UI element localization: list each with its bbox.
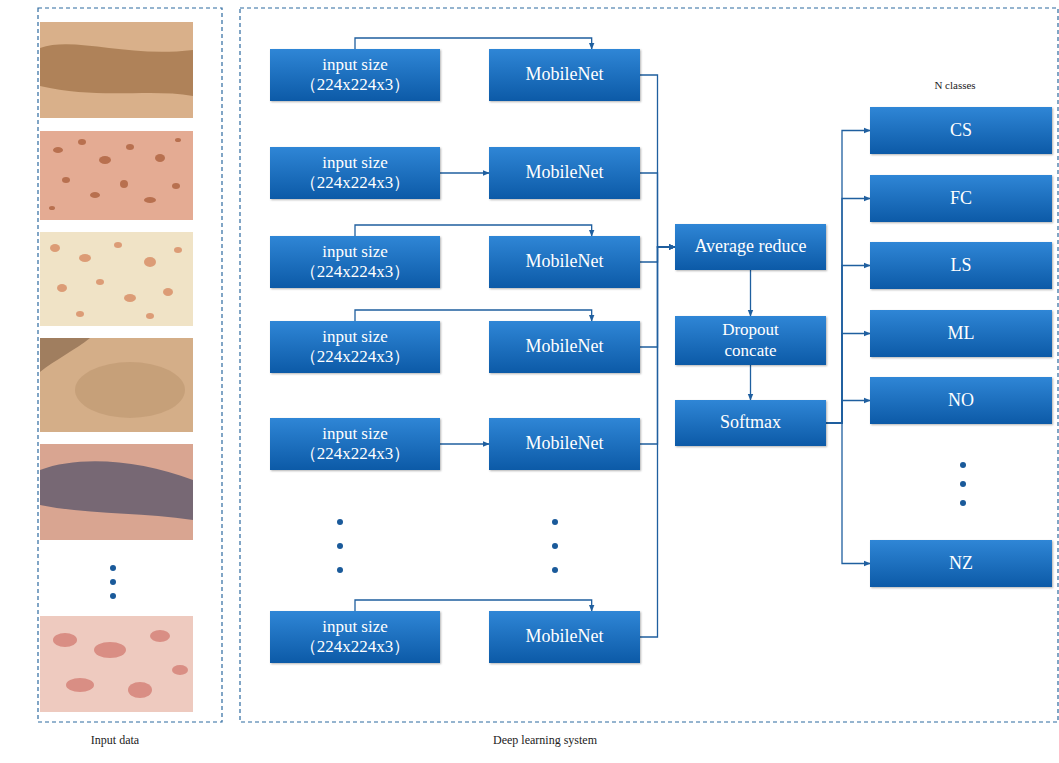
mobilenet-box: MobileNet	[489, 321, 640, 373]
input-box: input size （224x224x3）	[270, 49, 440, 101]
panel-caption: Input data	[91, 733, 139, 748]
class-box: FC	[870, 175, 1052, 222]
class-box: CS	[870, 107, 1052, 154]
mobilenet-ellipsis	[552, 519, 558, 573]
mobilenet-box: MobileNet	[489, 147, 640, 199]
skin-image	[40, 232, 193, 326]
skin-image	[40, 444, 193, 540]
softmax-box: Softmax	[675, 400, 826, 446]
box-label: MobileNet	[526, 336, 604, 358]
box-label: NZ	[949, 553, 973, 575]
skin-image	[40, 616, 193, 712]
flow-arrow	[440, 172, 489, 173]
box-label: MobileNet	[526, 626, 604, 648]
flow-arrow	[826, 131, 870, 424]
box-label: input size （224x224x3）	[280, 55, 430, 96]
box-label: LS	[950, 255, 971, 277]
box-label: NO	[948, 390, 974, 412]
box-label: MobileNet	[526, 433, 604, 455]
input-box: input size （224x224x3）	[270, 147, 440, 199]
panel-caption: Deep learning system	[493, 733, 597, 748]
flow-arrow	[826, 423, 870, 564]
box-label: MobileNet	[526, 162, 604, 184]
mobilenet-box: MobileNet	[489, 49, 640, 101]
box-label: MobileNet	[526, 251, 604, 273]
flow-arrow	[355, 310, 592, 321]
input-box: input size （224x224x3）	[270, 611, 440, 663]
box-label: input size （224x224x3）	[280, 153, 430, 194]
box-label: Softmax	[720, 412, 781, 434]
input-box: input size （224x224x3）	[270, 321, 440, 373]
flow-arrow	[640, 75, 675, 247]
input-panel	[38, 8, 222, 722]
flow-arrow	[355, 600, 592, 611]
class-box: LS	[870, 242, 1052, 289]
box-label: input size （224x224x3）	[280, 617, 430, 658]
input-box: input size （224x224x3）	[270, 418, 440, 470]
box-label: input size （224x224x3）	[280, 424, 430, 465]
flow-arrow	[440, 443, 489, 444]
skin-image	[40, 22, 193, 118]
skin-image	[40, 131, 193, 220]
class-box: ML	[870, 310, 1052, 357]
box-label: ML	[948, 323, 975, 345]
column-heading: N classes	[934, 79, 975, 91]
class-ellipsis	[960, 462, 966, 506]
flow-arrow	[826, 334, 870, 424]
flow-arrow	[826, 199, 870, 424]
box-label: Dropout concate	[706, 320, 796, 361]
mobilenet-box: MobileNet	[489, 236, 640, 288]
flow-arrow	[826, 401, 870, 424]
class-box: NZ	[870, 540, 1052, 587]
pooling-box: Average reduce	[675, 224, 826, 270]
dropout-box: Dropout concate	[675, 316, 826, 365]
flow-arrow	[750, 365, 751, 400]
flow-arrow	[355, 225, 592, 236]
flow-arrow	[640, 173, 675, 247]
flow-arrow	[355, 38, 592, 49]
box-label: input size （224x224x3）	[280, 327, 430, 368]
image-ellipsis	[110, 565, 116, 599]
flow-arrow	[826, 266, 870, 424]
box-label: Average reduce	[694, 236, 806, 258]
system-panel	[240, 8, 1058, 722]
input-ellipsis	[337, 519, 343, 573]
flow-arrow	[750, 270, 751, 316]
flow-arrow	[640, 247, 675, 637]
box-label: CS	[950, 120, 972, 142]
skin-image	[40, 338, 193, 432]
mobilenet-box: MobileNet	[489, 611, 640, 663]
box-label: FC	[950, 188, 972, 210]
class-box: NO	[870, 377, 1052, 424]
input-box: input size （224x224x3）	[270, 236, 440, 288]
mobilenet-box: MobileNet	[489, 418, 640, 470]
box-label: MobileNet	[526, 64, 604, 86]
box-label: input size （224x224x3）	[280, 242, 430, 283]
